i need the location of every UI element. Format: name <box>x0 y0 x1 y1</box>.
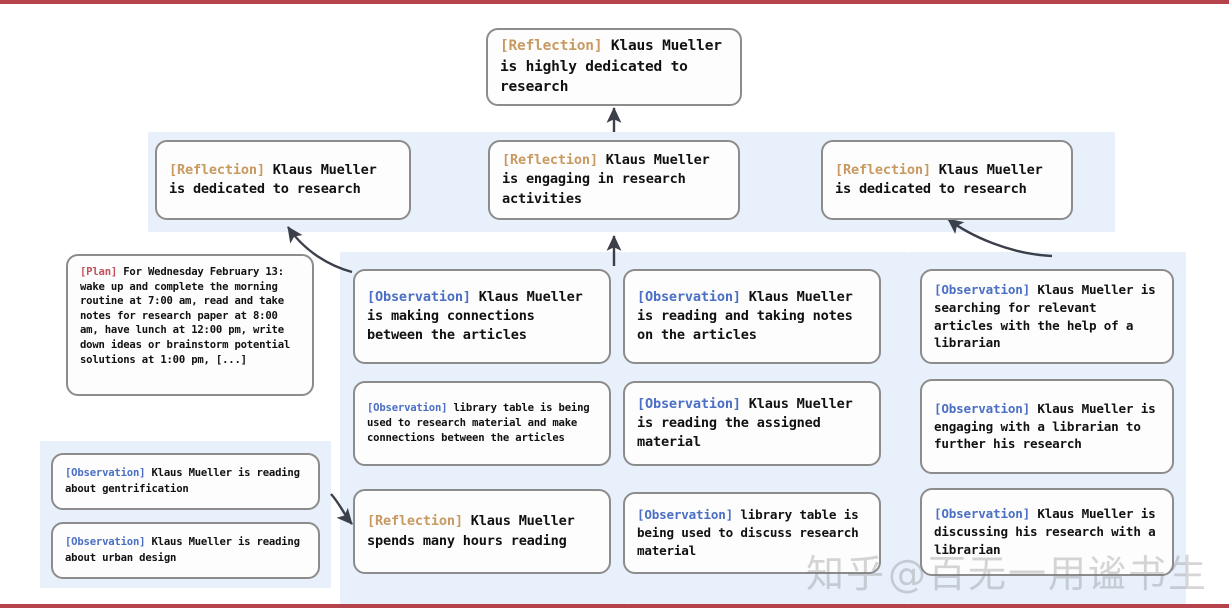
tag-reflection: [Reflection] <box>169 161 265 178</box>
node-col1-observation-2-body: library table is being used to research … <box>367 401 596 445</box>
tag-observation: [Observation] <box>637 288 741 305</box>
tag-observation: [Observation] <box>934 281 1030 297</box>
tag-reflection: [Reflection] <box>835 161 931 178</box>
node-col3-observation-1-text: [Observation] Klaus Mueller is searching… <box>922 281 1172 353</box>
node-col1-reflection-text: [Reflection] Klaus Mueller spends many h… <box>355 512 609 551</box>
tag-observation: [Observation] <box>367 401 448 414</box>
node-bottomleft-observation-1-text: [Observation] Klaus Mueller is reading a… <box>53 466 318 496</box>
node-col3-observation-1-body: Klaus Mueller is searching for relevant … <box>934 281 1163 351</box>
tag-reflection: [Reflection] <box>500 38 603 55</box>
node-col2-observation-2-text: [Observation] Klaus Mueller is reading t… <box>625 395 879 453</box>
node-col2-observation-1[interactable]: [Observation] Klaus Mueller is reading a… <box>623 269 881 364</box>
node-col2-observation-2[interactable]: [Observation] Klaus Mueller is reading t… <box>623 381 881 466</box>
node-reflection-right[interactable]: [Reflection] Klaus Mueller is dedicated … <box>821 140 1073 220</box>
tag-observation: [Observation] <box>637 395 741 412</box>
node-col1-reflection[interactable]: [Reflection] Klaus Mueller spends many h… <box>353 489 611 574</box>
node-reflection-right-text: [Reflection] Klaus Mueller is dedicated … <box>823 161 1071 200</box>
node-col1-observation-2-text: [Observation] library table is being use… <box>355 401 609 446</box>
tag-observation: [Observation] <box>65 467 146 480</box>
tag-observation: [Observation] <box>934 506 1030 522</box>
node-col2-observation-1-body: Klaus Mueller is reading and taking note… <box>637 288 861 344</box>
node-col3-observation-3-body: Klaus Mueller is discussing his research… <box>934 506 1163 557</box>
tag-observation: [Observation] <box>934 400 1030 416</box>
node-reflection-right-body: Klaus Mueller is dedicated to research <box>835 161 1051 197</box>
node-col3-observation-3[interactable]: [Observation] Klaus Mueller is discussin… <box>920 488 1174 576</box>
node-bottomleft-observation-1-body: Klaus Mueller is reading about gentrific… <box>65 467 306 495</box>
tag-observation: [Observation] <box>367 288 471 305</box>
node-root-reflection-body: Klaus Mueller is highly dedicated to res… <box>500 38 731 96</box>
node-reflection-middle-body: Klaus Mueller is engaging in research ac… <box>502 152 718 207</box>
node-plan-text: [Plan] For Wednesday February 13: wake u… <box>68 256 312 367</box>
node-col3-observation-1[interactable]: [Observation] Klaus Mueller is searching… <box>920 269 1174 364</box>
node-col2-observation-3[interactable]: [Observation] library table is being use… <box>623 492 881 574</box>
tag-observation: [Observation] <box>637 507 733 523</box>
tag-plan: [Plan] <box>80 266 118 278</box>
node-col2-observation-2-body: Klaus Mueller is reading the assigned ma… <box>637 395 861 451</box>
node-col1-observation-2[interactable]: [Observation] library table is being use… <box>353 381 611 466</box>
node-bottomleft-observation-1[interactable]: [Observation] Klaus Mueller is reading a… <box>51 453 320 510</box>
node-col1-observation-1-body: Klaus Mueller is making connections betw… <box>367 288 591 344</box>
node-col1-reflection-body: Klaus Mueller spends many hours reading <box>367 513 583 549</box>
node-reflection-left[interactable]: [Reflection] Klaus Mueller is dedicated … <box>155 140 411 220</box>
node-reflection-middle-text: [Reflection] Klaus Mueller is engaging i… <box>490 151 738 209</box>
tag-observation: [Observation] <box>65 536 146 549</box>
tag-reflection: [Reflection] <box>502 152 598 169</box>
node-bottomleft-observation-2-body: Klaus Mueller is reading about urban des… <box>65 536 306 564</box>
node-col1-observation-1-text: [Observation] Klaus Mueller is making co… <box>355 288 609 346</box>
node-root-reflection-text: [Reflection] Klaus Mueller is highly ded… <box>488 36 740 98</box>
node-root-reflection[interactable]: [Reflection] Klaus Mueller is highly ded… <box>486 28 742 106</box>
node-reflection-left-body: Klaus Mueller is dedicated to research <box>169 161 385 197</box>
tag-reflection: [Reflection] <box>367 513 463 530</box>
node-bottomleft-observation-2-text: [Observation] Klaus Mueller is reading a… <box>53 535 318 565</box>
node-plan[interactable]: [Plan] For Wednesday February 13: wake u… <box>66 254 314 396</box>
node-reflection-middle[interactable]: [Reflection] Klaus Mueller is engaging i… <box>488 140 740 220</box>
node-col3-observation-3-text: [Observation] Klaus Mueller is discussin… <box>922 505 1172 559</box>
node-col2-observation-3-body: library table is being used to discuss r… <box>637 507 866 558</box>
node-col3-observation-2-body: Klaus Mueller is engaging with a librari… <box>934 400 1163 452</box>
node-col2-observation-3-text: [Observation] library table is being use… <box>625 506 879 560</box>
node-col3-observation-2[interactable]: [Observation] Klaus Mueller is engaging … <box>920 379 1174 474</box>
node-col3-observation-2-text: [Observation] Klaus Mueller is engaging … <box>922 400 1172 454</box>
node-col2-observation-1-text: [Observation] Klaus Mueller is reading a… <box>625 288 879 346</box>
node-bottomleft-observation-2[interactable]: [Observation] Klaus Mueller is reading a… <box>51 522 320 579</box>
node-reflection-left-text: [Reflection] Klaus Mueller is dedicated … <box>157 161 409 200</box>
node-plan-body: For Wednesday February 13: wake up and c… <box>80 266 297 366</box>
node-col1-observation-1[interactable]: [Observation] Klaus Mueller is making co… <box>353 269 611 364</box>
